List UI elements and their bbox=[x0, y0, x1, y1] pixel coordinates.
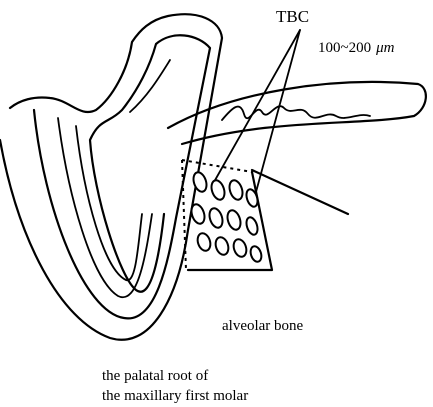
cell-size-value: 100~200 bbox=[318, 40, 371, 56]
tbc-cells bbox=[189, 171, 263, 264]
tbc-cell bbox=[244, 188, 259, 208]
tbc-cell bbox=[189, 203, 207, 226]
tbc-cell bbox=[209, 179, 227, 202]
root-canal-line-inner bbox=[76, 126, 142, 280]
cell-size-unit: μm bbox=[375, 40, 395, 56]
tbc-label: TBC bbox=[276, 7, 309, 26]
tbc-cell bbox=[232, 238, 249, 259]
gingiva-outer-contour bbox=[168, 82, 426, 144]
pulp-chamber-line bbox=[130, 60, 170, 112]
gingiva-wavy-line bbox=[222, 106, 370, 120]
tbc-cell bbox=[244, 216, 259, 236]
tbc-cell bbox=[207, 207, 225, 230]
bone-boundary-upper bbox=[252, 170, 348, 214]
tbc-cell bbox=[225, 209, 243, 232]
root-canal-line-outer bbox=[58, 118, 152, 297]
tbc-cell bbox=[227, 179, 245, 202]
tbc-cell bbox=[191, 171, 209, 194]
root-label-line1: the palatal root of bbox=[102, 368, 208, 384]
tbc-cell bbox=[214, 236, 231, 257]
tbc-cell bbox=[196, 232, 213, 253]
tbc-cell bbox=[249, 245, 263, 263]
tbc-pointer-line-left bbox=[214, 30, 300, 182]
alveolar-bone-label: alveolar bone bbox=[222, 318, 304, 334]
root-label-line2: the maxillary first molar bbox=[102, 388, 248, 404]
